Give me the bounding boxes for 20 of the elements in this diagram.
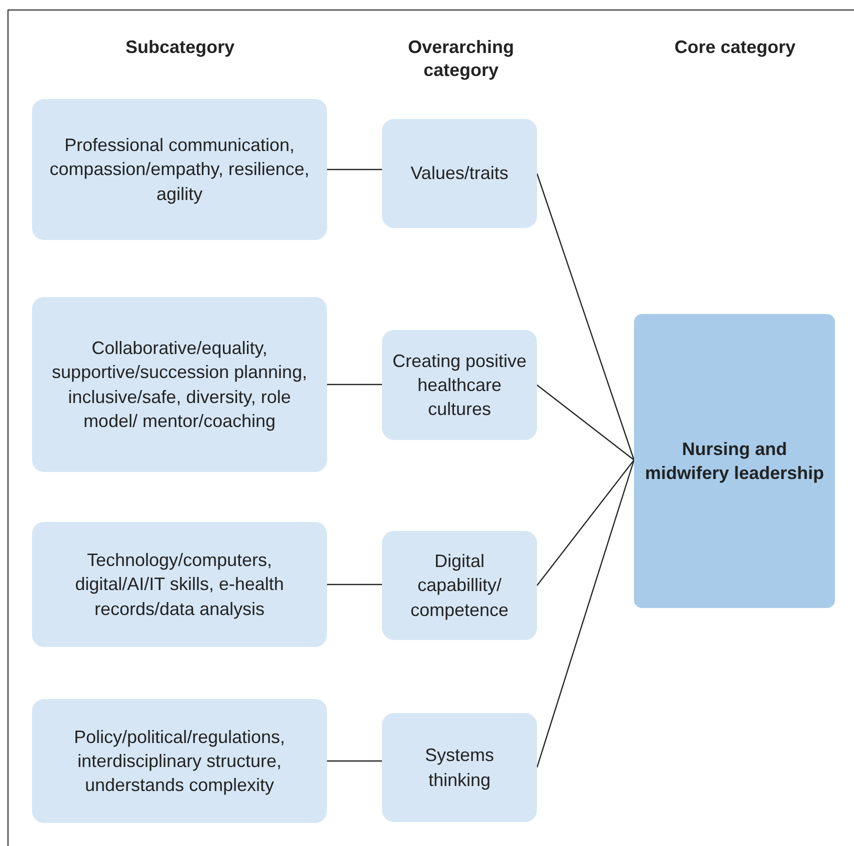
- subcategory-box: Policy/political/regulations, interdisciplinary structure, understands complexity: [32, 699, 327, 823]
- column-heading: Subcategory: [124, 36, 236, 59]
- subcategory-box: Collaborative/equality, supportive/succession planning, inclusive/safe, diversity, role model/ mentor/coaching: [32, 297, 327, 472]
- connector-line: [327, 168, 382, 170]
- column-heading: Core category: [673, 36, 797, 59]
- category-box: Values/traits: [382, 119, 537, 228]
- connector-line: [536, 460, 634, 586]
- connector-line: [536, 384, 634, 460]
- connector-line: [327, 384, 382, 386]
- connector-line: [327, 584, 382, 586]
- connector-line: [536, 173, 635, 460]
- category-box: Creating positive healthcare cultures: [382, 330, 537, 440]
- category-box: Digital capabillity/ competence: [382, 531, 537, 640]
- column-heading: Overarching category: [406, 36, 516, 82]
- connector-line: [327, 760, 382, 762]
- subcategory-box: Technology/computers, digital/AI/IT skills, e-health records/data analysis: [32, 522, 327, 647]
- category-box: Systems thinking: [382, 713, 537, 822]
- subcategory-box: Professional communication, compassion/empathy, resilience, agility: [32, 99, 327, 240]
- connector-line: [536, 460, 635, 768]
- core-category-box: Nursing and midwifery leadership: [634, 314, 835, 608]
